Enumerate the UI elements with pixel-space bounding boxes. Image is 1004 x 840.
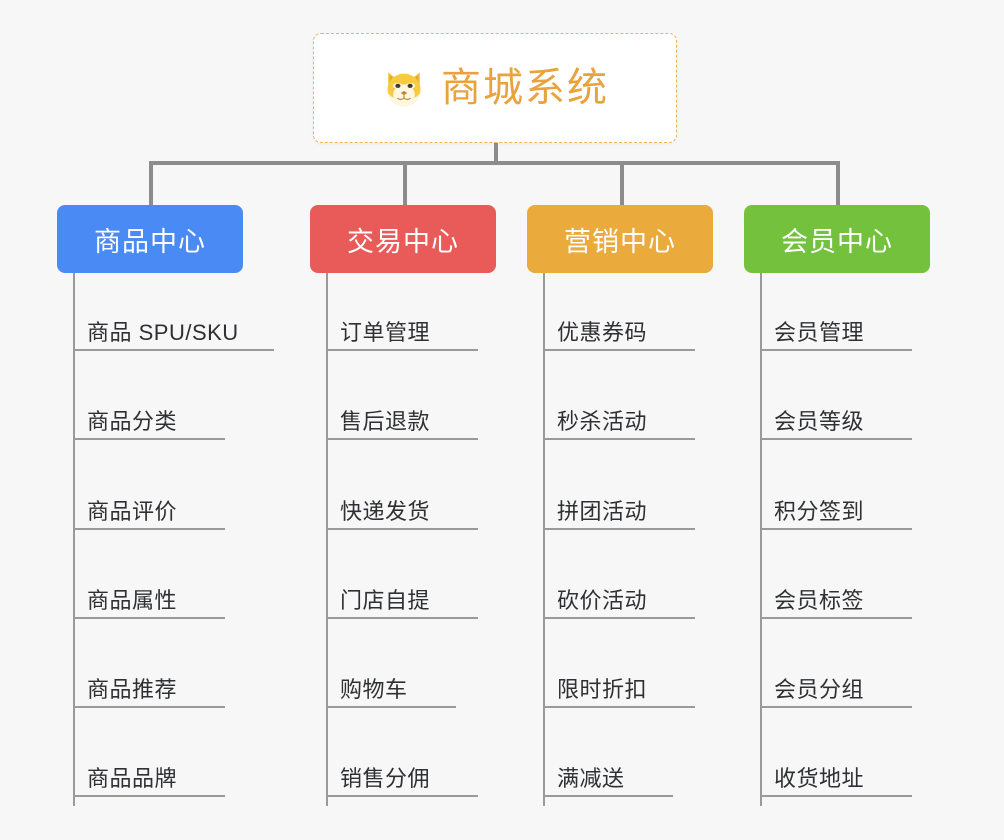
leaf-item-3-5[interactable]: 限时折扣	[543, 664, 695, 708]
leaf-item-3-3[interactable]: 拼团活动	[543, 486, 695, 530]
leaf-item-4-5[interactable]: 会员分组	[760, 664, 912, 708]
branch-spine-1	[73, 273, 75, 806]
leaf-label: 商品属性	[87, 588, 178, 613]
leaf-item-2-5[interactable]: 购物车	[326, 664, 456, 708]
leaf-label: 会员标签	[774, 588, 865, 613]
leaf-label: 商品推荐	[87, 677, 178, 702]
leaf-item-4-3[interactable]: 积分签到	[760, 486, 912, 530]
connector-drop-2	[403, 161, 407, 205]
leaf-label: 商品品牌	[87, 766, 178, 791]
branch-spine-4	[760, 273, 762, 806]
root-title: 商城系统	[441, 66, 609, 110]
leaf-item-4-2[interactable]: 会员等级	[760, 396, 912, 440]
leaf-label: 秒杀活动	[557, 409, 648, 434]
leaf-item-1-6[interactable]: 商品品牌	[73, 753, 225, 797]
leaf-label: 快递发货	[340, 499, 431, 524]
connector-drop-1	[149, 161, 153, 205]
leaf-label: 商品分类	[87, 409, 178, 434]
branch-spine-2	[326, 273, 328, 806]
leaf-item-4-1[interactable]: 会员管理	[760, 307, 912, 351]
leaf-item-2-1[interactable]: 订单管理	[326, 307, 478, 351]
leaf-item-1-4[interactable]: 商品属性	[73, 575, 225, 619]
connector-bus-bar	[150, 161, 839, 165]
leaf-label: 购物车	[340, 677, 408, 702]
leaf-item-2-4[interactable]: 门店自提	[326, 575, 478, 619]
leaf-item-1-5[interactable]: 商品推荐	[73, 664, 225, 708]
root-node-mall-system[interactable]: 商城系统	[313, 33, 677, 143]
shiba-dog-face-icon	[387, 72, 421, 107]
leaf-item-3-2[interactable]: 秒杀活动	[543, 396, 695, 440]
category-box-1[interactable]: 商品中心	[57, 205, 243, 273]
leaf-item-3-6[interactable]: 满减送	[543, 753, 673, 797]
leaf-label: 会员管理	[774, 320, 865, 345]
leaf-item-1-3[interactable]: 商品评价	[73, 486, 225, 530]
connector-drop-3	[620, 161, 624, 205]
leaf-label: 优惠券码	[557, 320, 648, 345]
leaf-item-1-2[interactable]: 商品分类	[73, 396, 225, 440]
leaf-label: 会员分组	[774, 677, 865, 702]
leaf-label: 销售分佣	[340, 766, 431, 791]
leaf-item-1-1[interactable]: 商品 SPU/SKU	[73, 307, 274, 351]
leaf-item-2-6[interactable]: 销售分佣	[326, 753, 478, 797]
category-label-4: 会员中心	[781, 226, 893, 257]
leaf-label: 限时折扣	[557, 677, 648, 702]
connector-root-stem	[494, 143, 498, 163]
category-box-3[interactable]: 营销中心	[527, 205, 713, 273]
leaf-item-3-1[interactable]: 优惠券码	[543, 307, 695, 351]
category-box-2[interactable]: 交易中心	[310, 205, 496, 273]
leaf-item-2-3[interactable]: 快递发货	[326, 486, 478, 530]
category-box-4[interactable]: 会员中心	[744, 205, 930, 273]
leaf-label: 商品评价	[87, 499, 178, 524]
branch-spine-3	[543, 273, 545, 806]
leaf-item-4-6[interactable]: 收货地址	[760, 753, 912, 797]
category-label-3: 营销中心	[564, 226, 676, 257]
leaf-item-2-2[interactable]: 售后退款	[326, 396, 478, 440]
category-label-2: 交易中心	[347, 226, 459, 257]
connector-drop-4	[836, 161, 840, 205]
leaf-label: 砍价活动	[557, 588, 648, 613]
leaf-label: 商品 SPU/SKU	[87, 320, 239, 345]
leaf-item-3-4[interactable]: 砍价活动	[543, 575, 695, 619]
leaf-item-4-4[interactable]: 会员标签	[760, 575, 912, 619]
leaf-label: 拼团活动	[557, 499, 648, 524]
leaf-label: 收货地址	[774, 766, 865, 791]
leaf-label: 售后退款	[340, 409, 431, 434]
leaf-label: 积分签到	[774, 499, 865, 524]
leaf-label: 门店自提	[340, 588, 431, 613]
category-label-1: 商品中心	[94, 226, 206, 257]
leaf-label: 满减送	[557, 766, 625, 791]
leaf-label: 订单管理	[340, 320, 431, 345]
leaf-label: 会员等级	[774, 409, 865, 434]
